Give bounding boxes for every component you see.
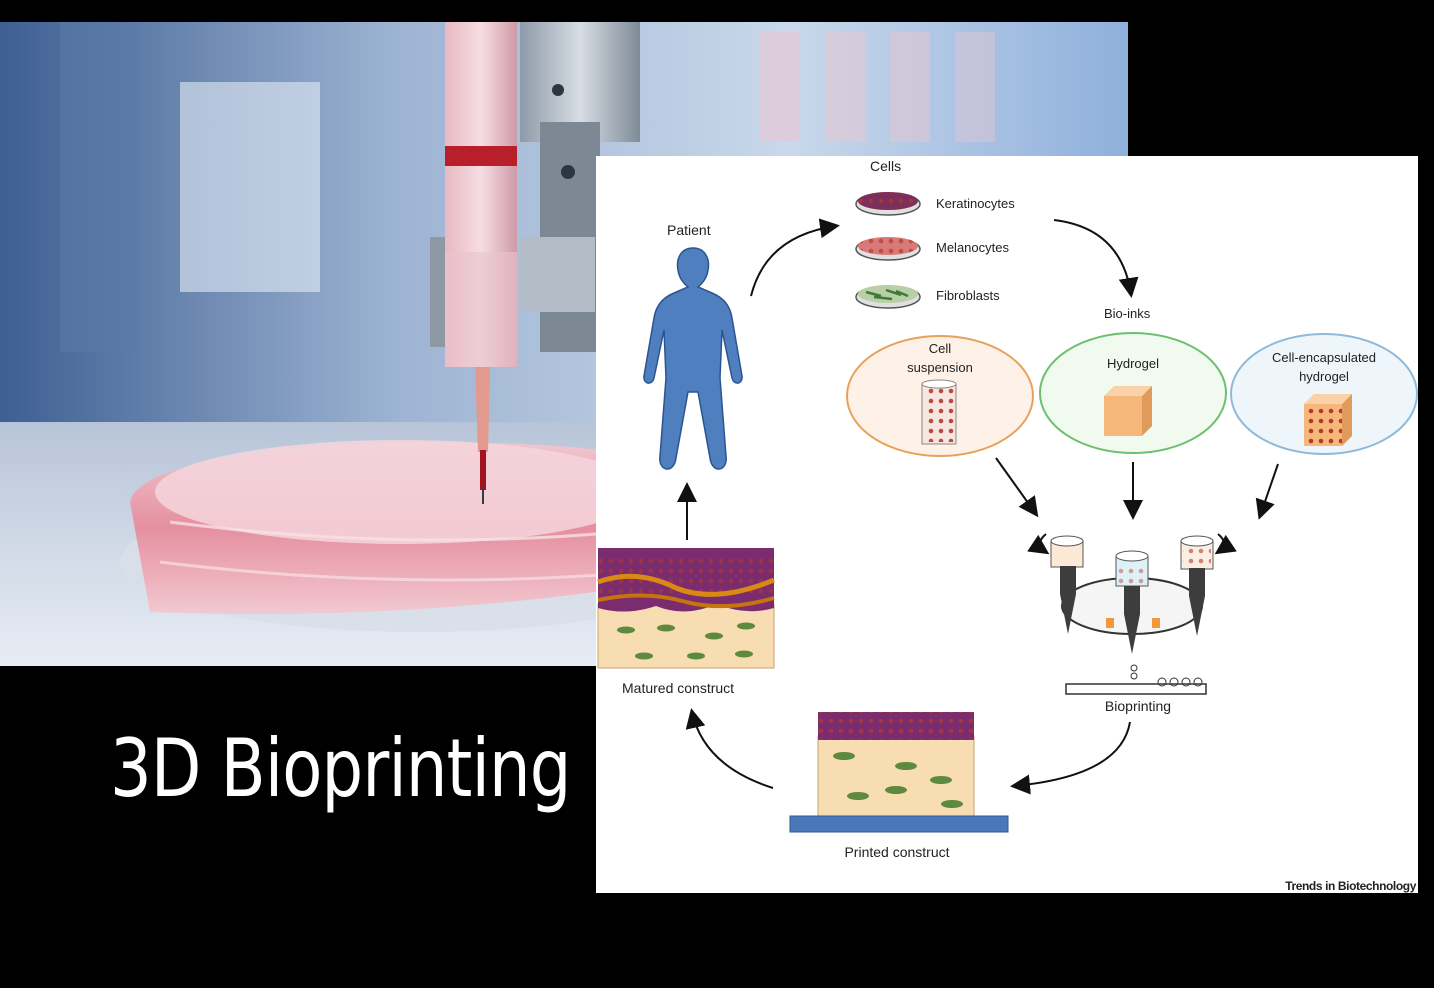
bioprinting-to-printed-arrow [1010,721,1131,795]
patient-label: Patient [667,222,711,238]
cell-type-label: Keratinocytes [936,196,1015,211]
cell-type-label: Fibroblasts [936,288,1000,303]
matured-construct-icon [597,548,775,669]
cell-type-label: Melanocytes [936,240,1009,255]
bioprinting-workflow-diagram: Cells Keratinocytes Melanocytes Fibrobla… [596,156,1418,893]
patient-figure-icon [643,247,743,470]
hydrogel-bioink: Hydrogel [1039,332,1227,454]
bioink-label: hydrogel [1299,369,1349,384]
printed-construct-icon [789,712,1009,833]
cell-suspension-bioink: Cell suspension [846,335,1034,457]
bioink-label: Cell-encapsulated [1272,350,1376,365]
melanocytes-dish [855,237,921,261]
printed-to-matured-arrow [685,708,774,789]
printed-construct-label: Printed construct [844,844,949,860]
bioink-label: suspension [907,360,973,375]
patient-to-cells-arrow [750,218,840,297]
matured-construct-label: Matured construct [622,680,734,696]
encapsulated-to-printer-arrow [1255,463,1279,520]
bioink-label: Cell [929,341,952,356]
source-credit: Trends in Biotechnology [1285,879,1417,893]
cell-encapsulated-hydrogel-bioink: Cell-encapsulated hydrogel [1230,333,1418,455]
keratinocytes-dish [855,192,921,216]
cells-to-bioinks-arrow [1053,219,1139,298]
suspension-to-printer-arrow [995,457,1039,518]
cells-title: Cells [870,158,901,174]
fibroblasts-dish [855,285,921,309]
bioprinting-label: Bioprinting [1105,698,1171,714]
bioprinter-icon [1027,533,1237,695]
bioinks-title: Bio-inks [1104,306,1151,321]
bioink-label: Hydrogel [1107,356,1159,371]
slide-title: 3D Bioprinting [110,722,571,815]
